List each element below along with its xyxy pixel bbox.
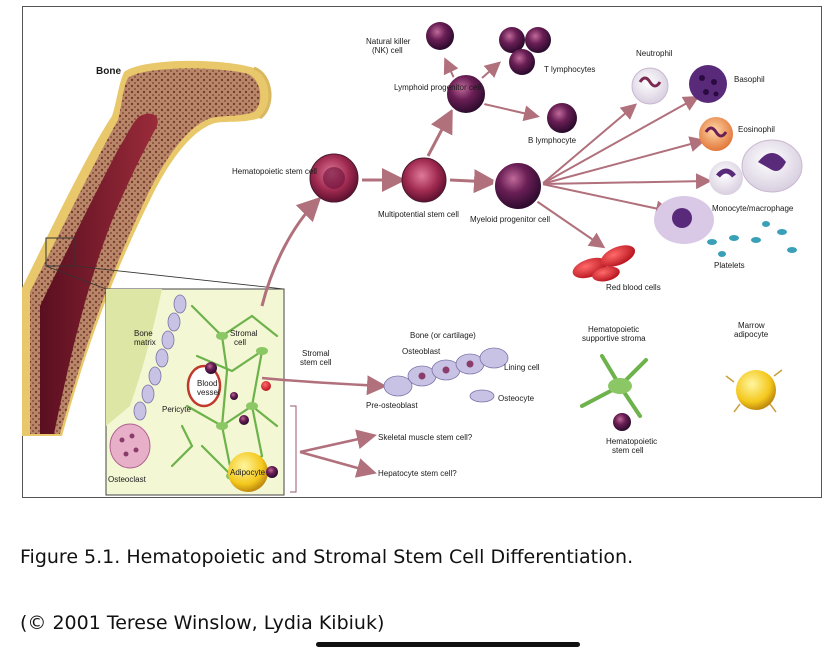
red-blood-cells-label: Red blood cells [606, 283, 661, 292]
bone-or-cartilage-label: Bone (or cartilage) [410, 331, 476, 340]
bone-matrix-label-line2: matrix [134, 338, 156, 347]
home-indicator-bar[interactable] [316, 642, 580, 647]
hematopoietic-lineage: Hematopoietic stem cell Multipotential s… [232, 22, 803, 307]
marrow-adipocyte-label-line2: adipocyte [734, 330, 769, 339]
bone-illustration: Bone [22, 60, 285, 437]
supportive-stroma-label-line1: Hematopoietic [588, 325, 639, 334]
stromal-lineage: Stromal stem cell Bone (or cartilage) Os… [261, 321, 783, 478]
lining-cell-label: Lining cell [504, 363, 540, 372]
lymphoid-progenitor-label: Lymphoid progenitor cell [394, 83, 481, 92]
t-lymphocytes-label: T lymphocytes [544, 65, 595, 74]
myeloid-progenitor-label: Myeloid progenitor cell [470, 215, 550, 224]
small-hsc-label-line2: stem cell [612, 446, 644, 455]
skeletal-muscle-label: Skeletal muscle stem cell? [378, 433, 473, 442]
pericyte-label: Pericyte [162, 405, 191, 414]
small-hsc-label-line1: Hematopoietic [606, 437, 657, 446]
zoom-box [45, 237, 75, 267]
pre-osteoblast-label: Pre-osteoblast [366, 401, 418, 410]
platelets-label: Platelets [714, 261, 745, 270]
stromal-cell-label-line2: cell [234, 338, 246, 347]
b-lymphocyte-label: B lymphocyte [528, 136, 577, 145]
eosinophil-label: Eosinophil [738, 125, 775, 134]
marrow-adipocyte-label-line1: Marrow [738, 321, 765, 330]
blood-vessel-label-line1: Blood [197, 379, 217, 388]
blood-vessel-label-line2: vessel [197, 388, 220, 397]
adipocyte-label: Adipocyte [230, 468, 266, 477]
marrow-inset: Bone matrix Stromal cell Blood vessel Pe… [105, 288, 297, 496]
basophil-label: Basophil [734, 75, 765, 84]
nk-cell-label-line2: (NK) cell [372, 46, 403, 55]
stromal-cell-label-line1: Stromal [230, 329, 258, 338]
figure-credit: (© 2001 Terese Winslow, Lydia Kibiuk) [20, 612, 385, 634]
nk-cell-label-line1: Natural killer [366, 37, 411, 46]
osteoblast-label: Osteoblast [402, 347, 441, 356]
bone-label: Bone [96, 66, 121, 77]
osteoclast-label: Osteoclast [108, 475, 147, 484]
bone-matrix-label-line1: Bone [134, 329, 153, 338]
hsc-label-line1: Hematopoietic stem cell [232, 167, 317, 176]
stem-cell-differentiation-diagram: Bone [22, 6, 822, 498]
stromal-stem-cell-label-line2: stem cell [300, 358, 332, 367]
supportive-stroma-label-line2: supportive stroma [582, 334, 646, 343]
neutrophil-label: Neutrophil [636, 49, 673, 58]
multipotential-label: Multipotential stem cell [378, 210, 459, 219]
hepatocyte-label: Hepatocyte stem cell? [378, 469, 457, 478]
figure-caption: Figure 5.1. Hematopoietic and Stromal St… [20, 546, 634, 568]
monocyte-macrophage-label: Monocyte/macrophage [712, 204, 794, 213]
osteocyte-label: Osteocyte [498, 394, 535, 403]
stromal-stem-cell-label-line1: Stromal [302, 349, 330, 358]
